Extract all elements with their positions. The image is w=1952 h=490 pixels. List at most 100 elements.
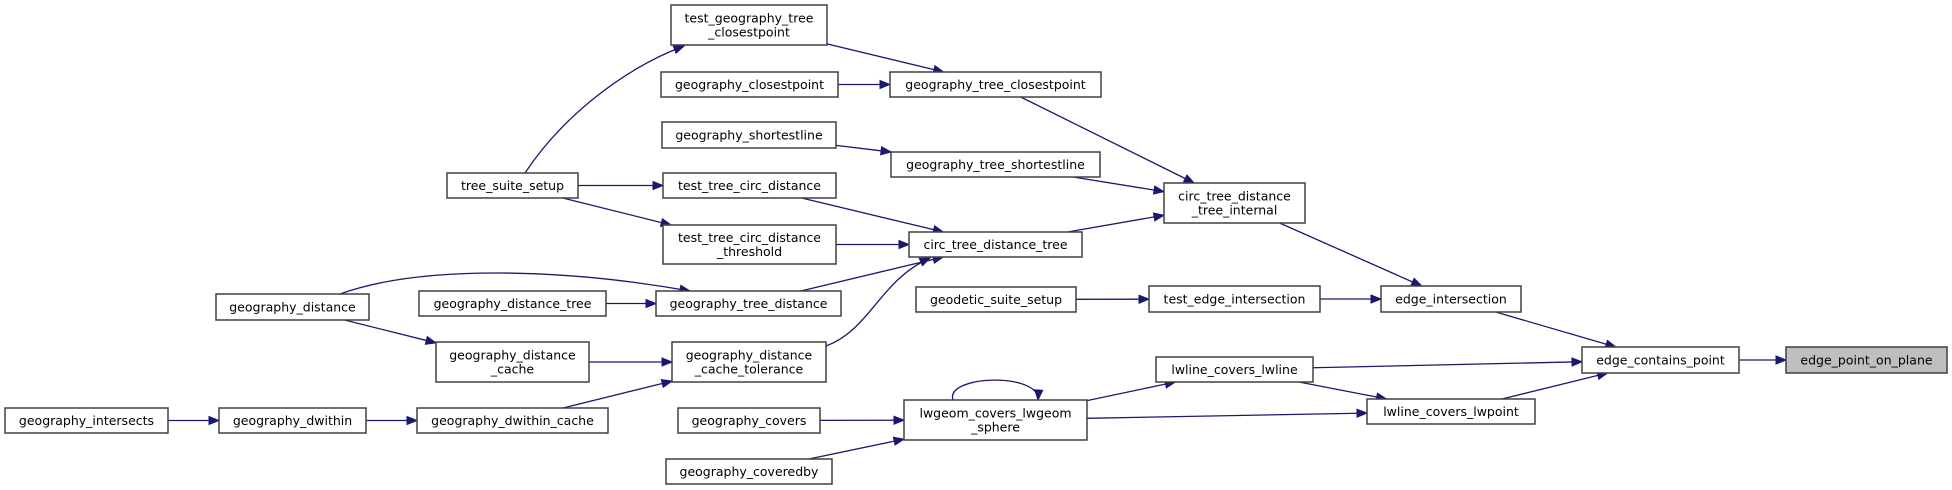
node-box[interactable] (670, 4, 828, 46)
node-geography-intersects[interactable]: geography_intersects (4, 407, 169, 434)
edge-geography_dwithin_cache-to-geography_distance_cache_tolerance (562, 378, 674, 409)
arrowhead-icon (918, 257, 932, 267)
node-circ-tree-distance-tree[interactable]: circ_tree_distance_tree (908, 231, 1083, 258)
node-box[interactable] (1785, 346, 1948, 374)
node-box[interactable] (662, 224, 837, 265)
edge-tree_suite_setup-to-test_tree_circ_distance (578, 180, 665, 191)
node-geodetic-suite-setup[interactable]: geodetic_suite_setup (915, 286, 1077, 313)
node-box[interactable] (677, 407, 821, 434)
edge-line (1495, 311, 1608, 346)
node-geography-tree-distance[interactable]: geography_tree_distance (655, 290, 842, 317)
node-geography-distance-cache[interactable]: geography_distance_cache (435, 341, 590, 383)
edge-geography_intersects-to-geography_dwithin (168, 415, 221, 426)
edge-line (1312, 361, 1574, 369)
node-box[interactable] (215, 293, 370, 321)
arrowhead-icon (1152, 212, 1166, 222)
node-geography-distance[interactable]: geography_distance (215, 293, 370, 321)
node-box[interactable] (416, 407, 609, 434)
node-box[interactable] (890, 151, 1101, 178)
arrowhead-icon (672, 45, 686, 55)
node-box[interactable] (903, 399, 1088, 441)
arrowhead-icon (208, 415, 221, 426)
node-box[interactable] (1148, 285, 1321, 313)
node-box[interactable] (1155, 356, 1314, 383)
node-tree-suite-setup[interactable]: tree_suite_setup (446, 172, 579, 199)
node-box[interactable] (1380, 285, 1522, 313)
node-geography-distance-tree[interactable]: geography_distance_tree (418, 290, 607, 317)
node-box[interactable] (889, 71, 1102, 98)
node-box[interactable] (1366, 398, 1536, 425)
edge-test_tree_circ_distance_threshold-to-circ_tree_distance_tree (836, 239, 911, 250)
node-box[interactable] (661, 121, 837, 149)
node-label: geography_closestpoint (675, 77, 824, 92)
node-geography-coveredby[interactable]: geography_coveredby (665, 458, 833, 485)
node-label: geodetic_suite_setup (930, 292, 1062, 307)
node-label: geography_distance (449, 348, 576, 363)
node-label: tree_suite_setup (461, 178, 564, 193)
node-box[interactable] (218, 407, 367, 434)
node-box[interactable] (660, 71, 839, 98)
arrowhead-icon (661, 357, 674, 367)
node-box[interactable] (665, 458, 833, 485)
node-test-edge-intersection[interactable]: test_edge_intersection (1148, 285, 1321, 313)
node-box[interactable] (662, 172, 837, 199)
node-label: geography_dwithin_cache (431, 413, 594, 428)
node-lwline-covers-lwpoint[interactable]: lwline_covers_lwpoint (1366, 398, 1536, 425)
arrowhead-icon (1370, 294, 1383, 304)
node-geography-dwithin-cache[interactable]: geography_dwithin_cache (416, 407, 609, 434)
node-edge-contains-point[interactable]: edge_contains_point (1581, 346, 1740, 374)
edge-test_edge_intersection-to-edge_intersection (1320, 294, 1383, 304)
node-geography-covers[interactable]: geography_covers (677, 407, 821, 434)
edge-line (1020, 96, 1187, 180)
node-circ-tree-distance-tree-internal[interactable]: circ_tree_distance_tree_internal (1163, 182, 1306, 224)
node-label: geography_coveredby (680, 464, 820, 479)
node-test-geography-tree-closestpoint[interactable]: test_geography_tree_closestpoint (670, 4, 828, 46)
arrowhead-icon (406, 415, 419, 426)
arrowhead-icon (424, 335, 438, 345)
node-box[interactable] (671, 341, 827, 383)
edge-geography_shortestline-to-geography_tree_shortestline (835, 144, 893, 156)
edge-geography_dwithin-to-geography_dwithin_cache (366, 415, 419, 426)
node-box[interactable] (446, 172, 579, 199)
node-box[interactable] (4, 407, 169, 434)
node-test-tree-circ-distance-threshold[interactable]: test_tree_circ_distance_threshold (662, 224, 837, 265)
node-box[interactable] (435, 341, 590, 383)
edge-line (825, 257, 931, 347)
node-box[interactable] (915, 286, 1077, 313)
node-label: test_tree_circ_distance (678, 230, 821, 245)
arrowhead-icon (1775, 355, 1788, 365)
node-box[interactable] (1581, 346, 1740, 374)
node-geography-tree-shortestline[interactable]: geography_tree_shortestline (890, 151, 1101, 178)
node-test-tree-circ-distance[interactable]: test_tree_circ_distance (662, 172, 837, 199)
node-box[interactable] (1163, 182, 1306, 224)
arrowhead-icon (1152, 185, 1166, 195)
node-box[interactable] (908, 231, 1083, 258)
edge-line (344, 319, 428, 342)
node-lwline-covers-lwline[interactable]: lwline_covers_lwline (1155, 356, 1314, 383)
node-edge-point-on-plane[interactable]: edge_point_on_plane (1785, 346, 1948, 374)
edge-geography_coveredby-to-lwgeom_covers_lwgeom_sphere (808, 436, 906, 460)
node-geography-distance-cache-tolerance[interactable]: geography_distance_cache_tolerance (671, 341, 827, 383)
node-label: geography_dwithin (233, 413, 352, 428)
node-geography-shortestline[interactable]: geography_shortestline (661, 121, 837, 149)
node-edge-intersection[interactable]: edge_intersection (1380, 285, 1522, 313)
node-label: lwgeom_covers_lwgeom (919, 406, 1071, 421)
node-box[interactable] (655, 290, 842, 317)
node-lwgeom-covers-lwgeom-sphere[interactable]: lwgeom_covers_lwgeom_sphere (903, 399, 1088, 441)
node-geography-tree-closestpoint[interactable]: geography_tree_closestpoint (889, 71, 1102, 98)
node-geography-dwithin[interactable]: geography_dwithin (218, 407, 367, 434)
edge-line (1501, 374, 1600, 400)
node-label: geography_distance (229, 300, 356, 315)
node-box[interactable] (418, 290, 607, 317)
edge-geodetic_suite_setup-to-test_edge_intersection (1075, 294, 1151, 304)
node-label: geography_tree_closestpoint (905, 77, 1085, 92)
arrowhead-icon (1410, 277, 1423, 287)
arrowhead-icon (1138, 294, 1151, 304)
edge-geography_distance_cache_tolerance-to-circ_tree_distance_tree (825, 257, 932, 347)
edge-lwline_covers_lwpoint-to-edge_contains_point (1501, 370, 1609, 400)
node-geography-closestpoint[interactable]: geography_closestpoint (660, 71, 839, 98)
edge-line (826, 43, 936, 71)
edge-line (1086, 412, 1359, 419)
node-label: geography_tree_shortestline (906, 157, 1085, 172)
